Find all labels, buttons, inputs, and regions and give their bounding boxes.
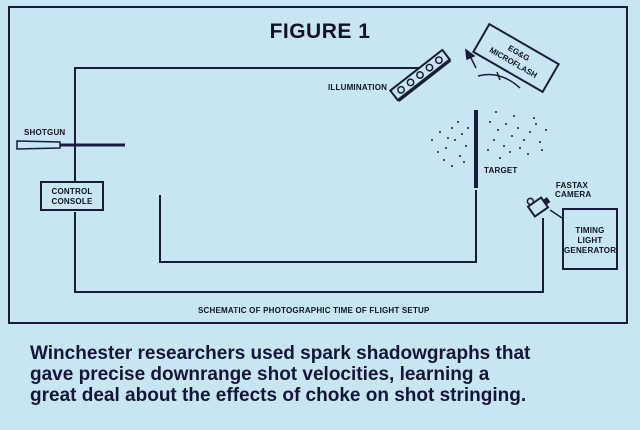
- fastax-camera-label-line2: CAMERA: [555, 190, 592, 199]
- illumination-label: ILLUMINATION: [328, 83, 388, 92]
- target-label: TARGET: [484, 166, 518, 175]
- timing-label-line2: LIGHT: [577, 236, 603, 245]
- caption-line-3: great deal about the effects of choke on…: [30, 385, 527, 406]
- fastax-camera-label-line1: FASTAX: [555, 181, 589, 190]
- timing-label-line3: GENERATOR: [564, 246, 617, 255]
- microflash-unit: EG&G MICROFLASH: [471, 22, 561, 94]
- control-console-label-line1: CONTROL: [51, 187, 93, 196]
- shotgun-stock: [16, 140, 61, 150]
- target-screen: [474, 110, 478, 188]
- shot-pattern: [431, 111, 547, 167]
- control-console: CONTROL CONSOLE: [40, 181, 104, 211]
- caption-line-1: Winchester researchers used spark shadow…: [30, 343, 531, 364]
- caption-line-2: gave precise downrange shot velocities, …: [30, 364, 490, 385]
- flash-arrow: [465, 48, 477, 69]
- fastax-camera: [526, 196, 551, 218]
- wire-camera-to-timing: [549, 209, 563, 219]
- wire-console-to-camera: [74, 212, 544, 293]
- shotgun-label: SHOTGUN: [24, 128, 66, 137]
- microflash-reflector: [477, 73, 521, 89]
- illumination-lamps: [388, 48, 452, 103]
- figure-frame: [8, 6, 628, 324]
- caption: Winchester researchers used spark shadow…: [30, 343, 620, 406]
- figure-subtitle: SCHEMATIC OF PHOTOGRAPHIC TIME OF FLIGHT…: [198, 306, 430, 315]
- control-console-label-line2: CONSOLE: [51, 197, 93, 206]
- timing-light-generator: TIMING LIGHT GENERATOR: [562, 208, 618, 270]
- timing-label-line1: TIMING: [575, 226, 605, 235]
- wire-console-to-target: [159, 190, 477, 263]
- figure-title: FIGURE 1: [269, 20, 371, 43]
